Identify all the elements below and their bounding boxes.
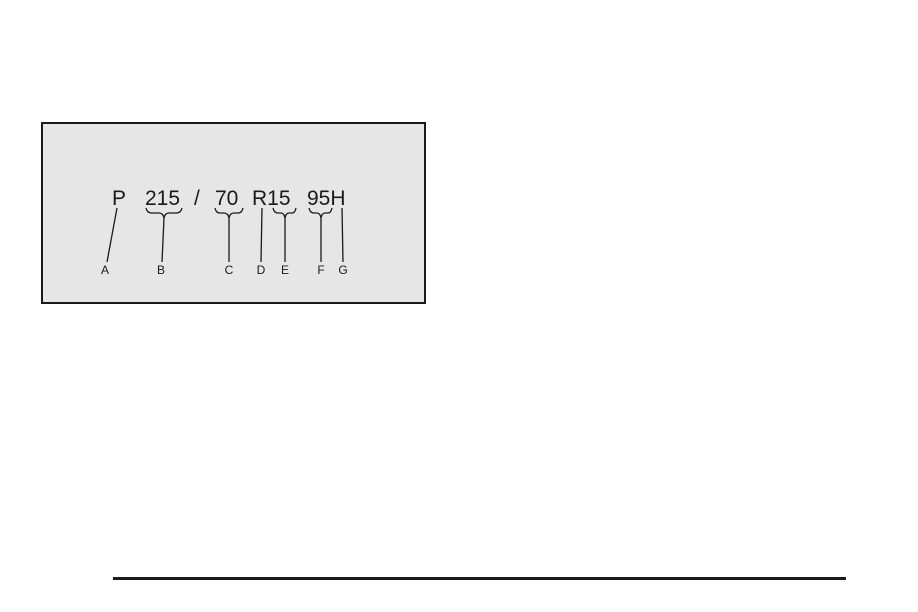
code-construction-rim: R15 bbox=[252, 187, 291, 210]
leader-d bbox=[261, 208, 262, 262]
leader-g bbox=[342, 208, 343, 262]
code-service: 95H bbox=[307, 187, 346, 210]
callout-e: E bbox=[281, 263, 289, 277]
footer-divider bbox=[113, 577, 846, 580]
leader-a bbox=[107, 208, 117, 262]
code-width: 215 bbox=[145, 187, 180, 210]
callout-d: D bbox=[257, 263, 266, 277]
code-p: P bbox=[112, 187, 126, 210]
code-slash: / bbox=[194, 187, 200, 210]
callout-c: C bbox=[225, 263, 234, 277]
code-aspect: 70 bbox=[215, 187, 238, 210]
callout-f: F bbox=[317, 263, 324, 277]
leader-b bbox=[162, 218, 164, 262]
callout-b: B bbox=[157, 263, 165, 277]
callout-g: G bbox=[338, 263, 347, 277]
callout-a: A bbox=[101, 263, 109, 277]
